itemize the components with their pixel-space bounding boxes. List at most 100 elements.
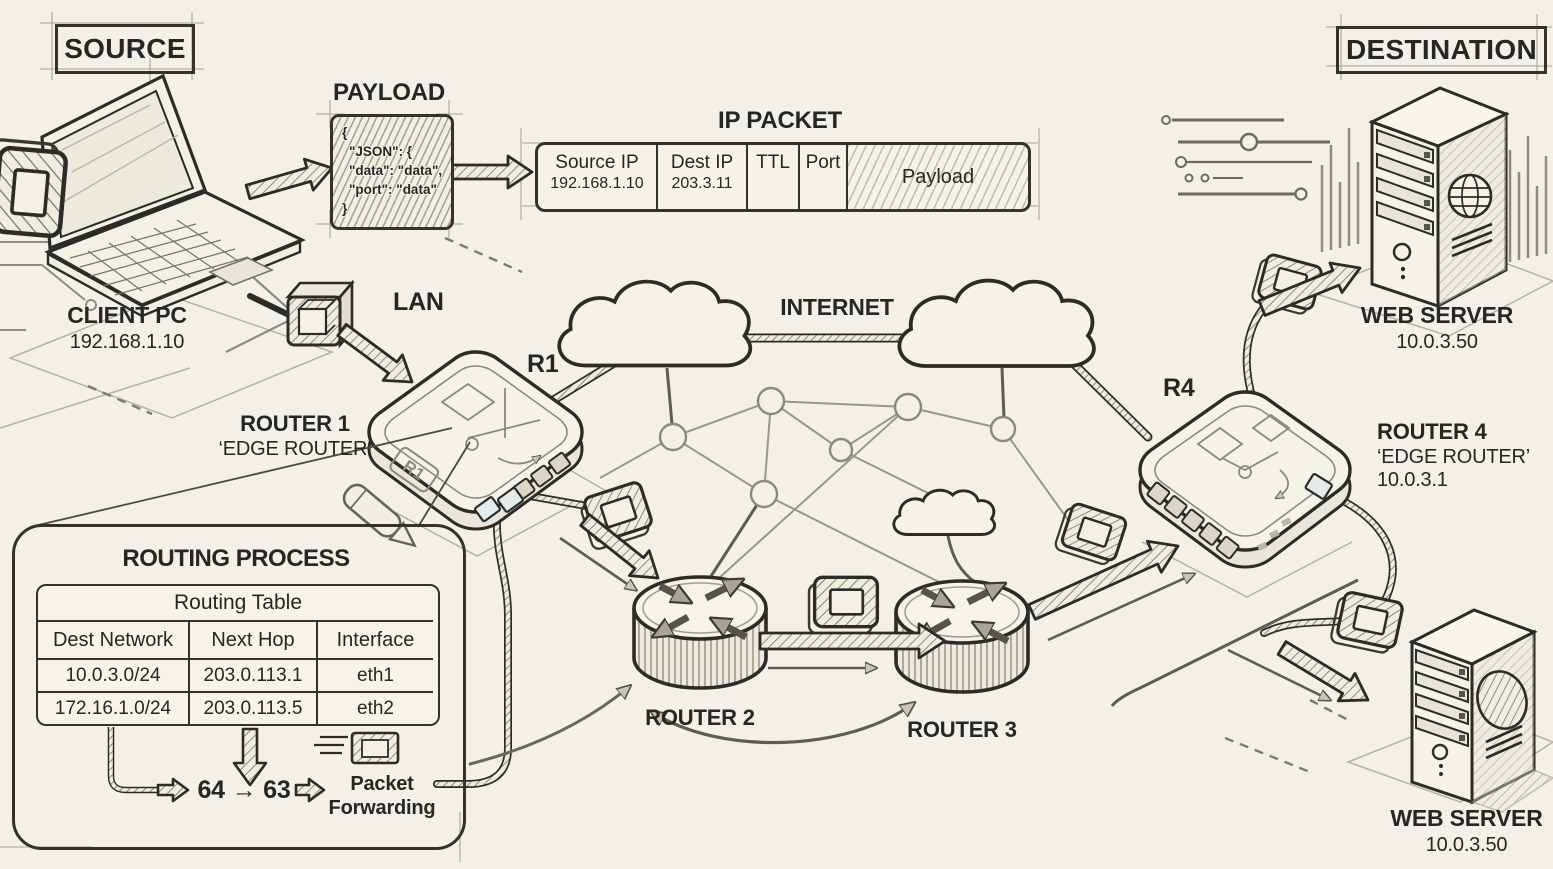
routing-table: Routing Table Dest Network Next Hop Inte… [36,584,440,726]
router1-tag: R1 [527,350,559,378]
web-server-top-icon [1368,86,1510,309]
routing-table-cell: 203.0.113.1 [188,658,316,691]
routing-process-panel [12,524,466,850]
payload-line: "data": "data", [349,162,443,178]
arrow-to-forwarding [294,777,326,803]
router1-icon: R1 [367,350,584,531]
ip-field-value: 203.3.11 [671,175,733,192]
client-pc-name: CLIENT PC [67,302,187,328]
ip-field-source: Source IP 192.168.1.10 [538,145,656,209]
globe-icon [1447,173,1493,219]
router1-circuit-doodle [440,382,540,465]
ttl-decrement-label: 64 → 63 [197,776,291,804]
arrow-router2-to-router3 [758,622,947,660]
mini-packet-icon [314,731,400,765]
web-server-bottom-icon [1408,608,1553,813]
laptop-keyboard [69,219,249,296]
router4-label: ROUTER 4 ‘EDGE ROUTER’ 10.0.3.1 [1377,419,1553,492]
arrow-router1-to-router2 [579,513,660,580]
web-server-ip: 10.0.3.50 [1396,330,1478,353]
router1-label: ROUTER 1 ‘EDGE ROUTER’ [195,411,395,460]
arrow-table-down [232,727,268,787]
internet-mesh [599,367,1359,707]
destination-title-box: DESTINATION [1336,26,1547,74]
routing-table-title: Routing Table [173,591,303,614]
destination-label: DESTINATION [1345,34,1537,65]
routing-table-cell: 203.0.113.5 [188,691,316,724]
pencil-icon [342,483,417,548]
thin-arrows [559,536,1330,745]
ip-field-payload: Payload [846,145,1028,209]
dashed-guides [87,236,1353,774]
router2-icon [632,575,768,690]
arrow-to-ttl [156,777,190,803]
ip-packet-title: IP PACKET [717,107,842,134]
packet-icon-r2-to-r3 [807,575,880,636]
routing-table-cell: eth2 [316,691,433,724]
packet-icon-to-bottom-server [1328,588,1406,657]
ip-field-label: Port [805,152,841,173]
routing-table-cell: eth1 [316,658,433,691]
ip-field-label: Source IP [555,152,639,173]
router4-name: ROUTER 4 [1377,419,1487,444]
packet-icon-left-edge [0,139,67,237]
cloud-icon-left [557,279,753,368]
callout-leader-lines [29,427,471,528]
web-server-name: WEB SERVER [1390,805,1543,831]
ip-field-ttl: TTL [746,145,798,209]
source-title-box: SOURCE [55,24,195,74]
packet-forwarding-label: Packet Forwarding [328,773,436,819]
payload-line: "port": "data" [349,181,437,197]
server-slots [1376,128,1434,237]
routing-table-cell: 10.0.3.0/24 [38,658,188,691]
payload-line: { [342,125,348,140]
ip-packet-box: Source IP 192.168.1.10 Dest IP 203.3.11 … [535,142,1031,212]
lan-label: LAN [393,288,444,316]
router4-subtitle: ‘EDGE ROUTER’ [1377,445,1530,468]
web-server-name: WEB SERVER [1360,302,1514,328]
router4-ports [1146,473,1333,560]
arrow-laptop-to-payload [244,157,334,201]
cloud-icon-small [892,488,997,536]
router1-name: ROUTER 1 [240,411,350,436]
routing-table-cell: 172.16.1.0/24 [38,691,188,724]
arrow-lan-to-router1 [336,322,414,384]
payload-line: } [342,200,348,216]
web-server-top-label: WEB SERVER 10.0.3.50 [1337,302,1537,353]
routing-table-col-header: Dest Network [38,620,188,658]
speed-lines-decoration [1161,115,1330,201]
internet-label: INTERNET [780,294,894,320]
ip-field-label: TTL [756,152,790,173]
bar-decoration [547,128,1548,478]
router2-label: ROUTER 2 [645,705,755,730]
ip-field-label: Payload [901,165,975,188]
arrow-to-bottom-server [1276,640,1370,703]
router1-subtitle: ‘EDGE ROUTER’ [218,437,372,460]
cloud-icon-right [897,278,1096,368]
router3-label: ROUTER 3 [907,717,1017,742]
packet-icon-r3-to-r4 [1052,499,1129,569]
router4-ip: 10.0.3.1 [1377,469,1448,492]
laptop-icon [40,73,306,319]
router4-tag: R4 [1163,374,1195,402]
ip-field-port: Port [798,145,846,209]
globe-icon [1476,670,1528,730]
ip-field-dest: Dest IP 203.3.11 [656,145,746,209]
payload-box: { "JSON": { "data": "data", "port": "dat… [330,114,454,230]
routing-process-title: ROUTING PROCESS [122,545,350,572]
routing-panel-connectors [107,727,400,803]
routing-table-col-header: Next Hop [188,620,316,658]
router4-circuit-doodle [1196,413,1291,498]
ip-field-value: 192.168.1.10 [550,175,644,192]
arrow-router2-router3-bidirectional [652,703,914,745]
source-label: SOURCE [64,33,186,64]
web-server-bottom-label: WEB SERVER 10.0.3.50 [1380,805,1553,856]
router4-icon [1138,390,1352,569]
payload-line: "JSON": { [349,143,413,159]
ip-field-label: Dest IP [670,152,734,173]
laptop-touchpad [208,257,274,286]
payload-title: PAYLOAD [333,79,445,106]
web-server-ip: 10.0.3.50 [1425,833,1508,856]
